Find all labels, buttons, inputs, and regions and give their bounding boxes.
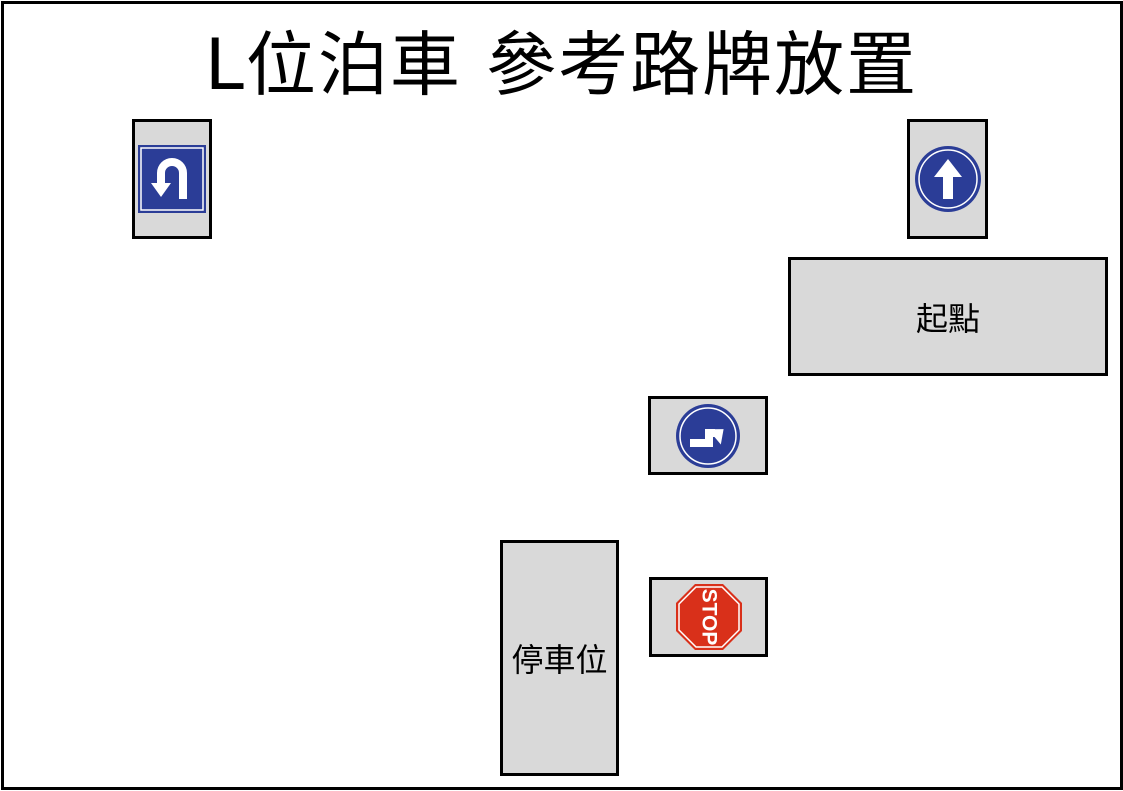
u-turn-icon: [138, 145, 206, 213]
start-label: 起點: [915, 299, 980, 338]
turn-sign-post: [648, 396, 768, 475]
u-turn-sign-post: [132, 119, 212, 239]
start-area: 起點: [788, 257, 1108, 376]
turn-right-then-ahead-icon: [676, 403, 740, 468]
page-title: L位泊車 參考路牌放置: [204, 24, 919, 106]
stop-sign-post: STOP: [649, 577, 768, 657]
stop-sign-icon: STOP: [675, 584, 742, 650]
stop-text: STOP: [697, 589, 720, 646]
parking-label: 停車位: [511, 641, 608, 679]
straight-ahead-sign-post: [907, 119, 988, 239]
parking-space: 停車位: [500, 540, 619, 776]
arrow-up-icon: [914, 146, 981, 212]
